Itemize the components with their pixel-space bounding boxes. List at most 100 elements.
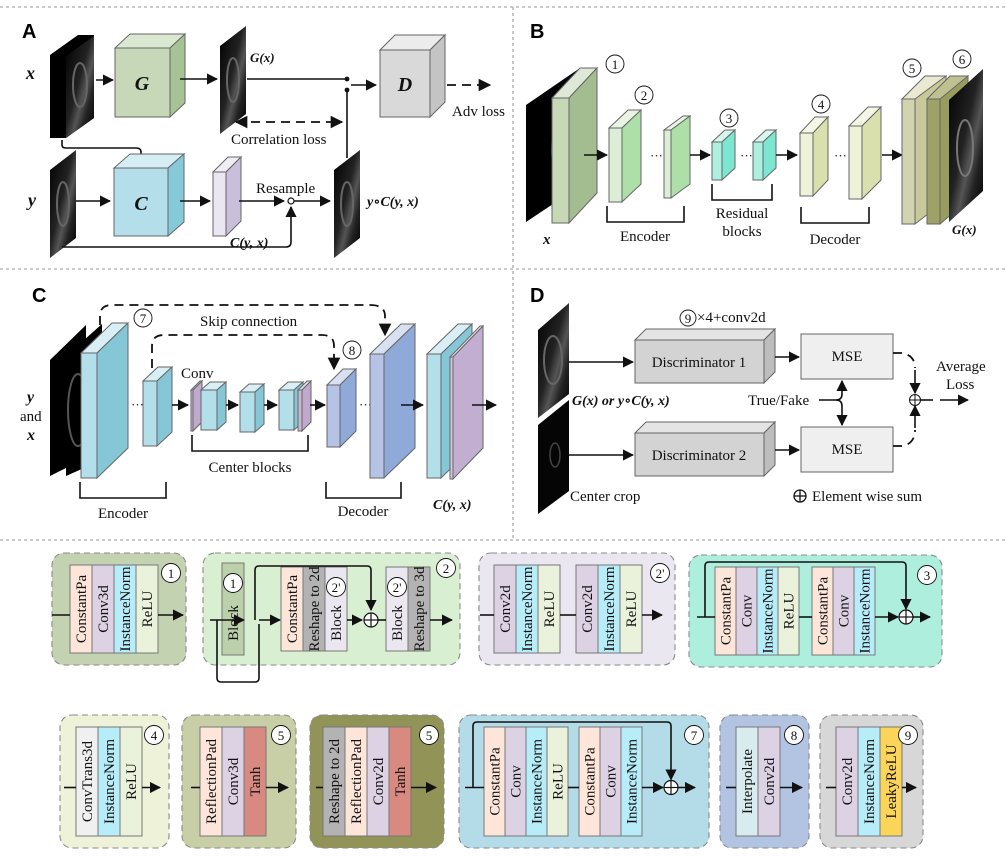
mse-1-box xyxy=(800,333,894,380)
layer-relu xyxy=(777,566,800,656)
discriminator-cube: D xyxy=(378,33,447,119)
discriminator-1-label: Discriminator 1 xyxy=(652,355,747,371)
center-block-1 xyxy=(199,380,228,432)
discriminator-label: D xyxy=(397,74,412,96)
discriminator-1-box: Discriminator 1 xyxy=(633,327,777,385)
marker-9: 9 xyxy=(685,311,692,326)
conv-label: Conv xyxy=(181,366,214,382)
block-8-marker-label: 8 xyxy=(791,728,798,743)
layer-relu xyxy=(135,564,159,654)
layer-label: Conv2d xyxy=(371,757,387,805)
layer-reshape-to-3d xyxy=(407,566,431,652)
block-2p-marker xyxy=(650,563,670,583)
registration-cube: C xyxy=(112,152,186,238)
ellipsis: ··· xyxy=(650,148,663,163)
average-label: Average xyxy=(936,359,986,375)
marker-4: 4 xyxy=(818,97,825,112)
layer-label: Block xyxy=(329,605,345,641)
layer-tanh xyxy=(388,726,412,837)
layer-label: Tanh xyxy=(248,766,264,796)
block-3-marker-label: 3 xyxy=(924,568,931,583)
layer-tanh xyxy=(243,726,267,837)
block-7-marker-label: 7 xyxy=(691,728,698,743)
layer-label: InstanceNorm xyxy=(102,739,118,824)
decoder-slab-8 xyxy=(325,367,358,449)
ct-stack-x-image xyxy=(50,35,94,138)
block-4-marker xyxy=(144,725,164,745)
input-x-label: x xyxy=(542,232,551,248)
layer-label: ReflectionPad xyxy=(204,739,220,824)
mse-2-label: MSE xyxy=(832,442,863,458)
layer-label: Conv2d xyxy=(498,585,514,633)
decoder-slab-large xyxy=(368,322,417,480)
layer-label: Conv xyxy=(740,594,756,627)
ellipsis: ··· xyxy=(834,148,847,163)
encoder-label: Encoder xyxy=(620,229,670,245)
decoder-label: Decoder xyxy=(338,504,389,520)
and-label: and xyxy=(20,409,42,425)
discriminator-note: ×4+conv2d xyxy=(697,310,766,326)
layer-label: Reshape to 2d xyxy=(307,566,323,651)
layer-label: Conv3d xyxy=(226,757,242,805)
layer-label: Conv xyxy=(837,594,853,627)
layer-label: InstanceNorm xyxy=(858,568,874,653)
gx-image xyxy=(220,26,246,134)
panel-a-label: A xyxy=(22,21,36,43)
generator-cube: G xyxy=(113,32,187,119)
encoder-slab-small xyxy=(141,365,174,448)
layer-label: ConstantPa xyxy=(285,574,301,643)
layer-label: InstanceNorm xyxy=(625,739,641,824)
center-conv-a xyxy=(189,379,204,433)
panel-b: B ··· ··· xyxy=(526,21,983,248)
cyx-label: C(y, x) xyxy=(230,236,268,251)
layer-label: Conv xyxy=(604,765,620,798)
block-8-marker xyxy=(784,725,804,745)
layer-label: Reshape to 3d xyxy=(412,566,428,651)
encoder-label: Encoder xyxy=(98,506,148,522)
block-2-marker xyxy=(436,558,456,578)
ellipsis: ··· xyxy=(740,148,753,163)
adv-loss-label: Adv loss xyxy=(452,104,505,120)
layer-label: LeakyReLU xyxy=(884,744,900,818)
block-5-marker xyxy=(271,725,291,745)
layer-label: InstanceNorm xyxy=(530,739,546,824)
gx-output-image xyxy=(949,69,983,222)
center-crop-label: Center crop xyxy=(570,489,640,505)
layer-label: Conv2d xyxy=(762,757,778,805)
block-3-marker xyxy=(917,565,937,585)
marker-3: 3 xyxy=(726,111,733,126)
resample-label: Resample xyxy=(256,181,315,197)
layer-label: Block xyxy=(390,605,406,641)
layer-label: Conv xyxy=(509,765,525,798)
input-y-label: y xyxy=(26,190,37,210)
block-5-marker-label: 5 xyxy=(278,728,285,743)
element-sum-legend-icon xyxy=(793,489,807,503)
block-9-marker xyxy=(898,725,918,745)
center-crop-image xyxy=(538,400,569,514)
layer-label: Conv2d xyxy=(580,585,596,633)
skip-connection-inner xyxy=(151,334,341,371)
ct-input-image xyxy=(538,303,569,418)
panel-d-label: D xyxy=(530,285,544,307)
registration-label: C xyxy=(134,193,148,215)
block-2p-marker-label: 2' xyxy=(656,566,665,581)
markers: 1 2 3 4 5 6 xyxy=(605,49,972,128)
block-7-marker xyxy=(684,725,704,745)
mse-1-label: MSE xyxy=(832,349,863,365)
encoder-slab-7 xyxy=(79,321,130,480)
layer-label: Interpolate xyxy=(740,749,756,814)
block-5b-marker-label: 5 xyxy=(426,728,433,743)
encoder-slab-2 xyxy=(607,108,643,204)
decoder-slab-2 xyxy=(847,105,883,201)
layer-label: ConstantPa xyxy=(488,747,504,816)
decoder-label: Decoder xyxy=(810,232,861,248)
correlation-loss-label: Correlation loss xyxy=(231,132,327,148)
block-ref-marker-label: 1 xyxy=(230,576,237,591)
block-ref-marker xyxy=(223,573,243,593)
marker-1: 1 xyxy=(612,57,619,72)
layer-label: ReLU xyxy=(551,763,567,800)
deformation-field-slab xyxy=(211,155,243,238)
warped-label: y∘C(y, x) xyxy=(365,195,419,210)
